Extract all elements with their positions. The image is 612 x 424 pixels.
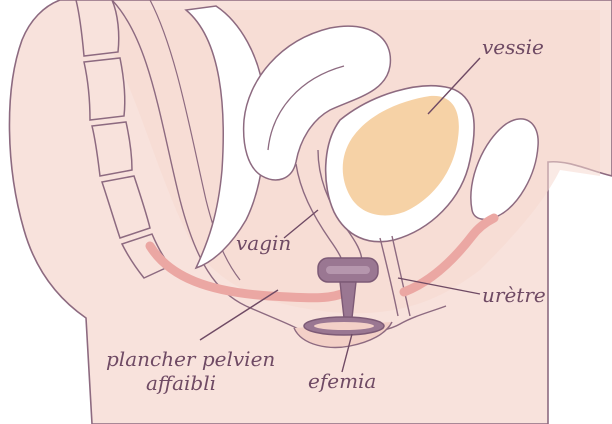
vertebra: [84, 58, 125, 120]
device-base-hole: [314, 322, 374, 330]
label-plancher-line2: affaibli: [146, 371, 216, 395]
device-top-ridge: [326, 266, 370, 274]
label-plancher-line1: plancher pelvien: [106, 347, 275, 371]
label-vessie: vessie: [482, 35, 544, 59]
label-efemia: efemia: [308, 369, 376, 393]
label-vagin: vagin: [236, 231, 291, 255]
label-uretre: urètre: [482, 283, 546, 307]
